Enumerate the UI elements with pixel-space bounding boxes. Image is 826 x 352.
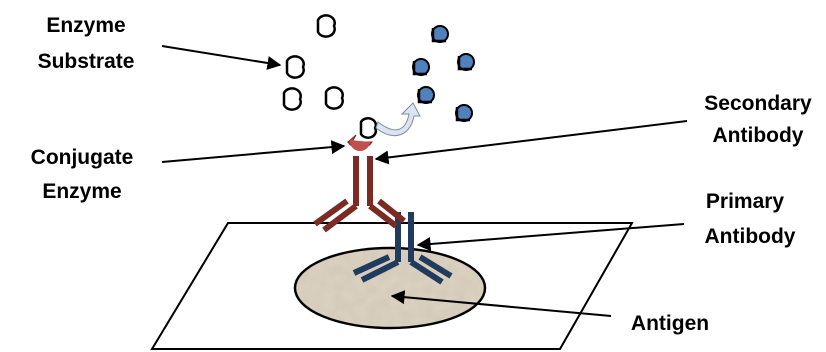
conjugate-enzyme-label-line2: Enzyme <box>42 180 121 203</box>
enzyme-substrate-label-line1: Enzyme <box>46 14 125 37</box>
antigen-spot <box>295 248 485 328</box>
bound-substrate <box>361 118 376 137</box>
substrate-molecule <box>284 88 301 109</box>
secondary-antibody-pointer <box>376 121 687 159</box>
product-molecule <box>418 87 434 103</box>
primary-antibody-label-line2: Antibody <box>705 225 796 248</box>
substrate-molecule <box>326 87 343 108</box>
secondary-antibody-label-line2: Antibody <box>713 124 804 147</box>
secondary-antibody-label-line1: Secondary <box>704 92 812 115</box>
conjugate-enzyme-label-line1: Conjugate <box>31 146 134 169</box>
conjugate-enzyme-pointer <box>162 146 344 162</box>
product-molecule <box>458 54 474 70</box>
enzyme-substrate-label-line2: Substrate <box>38 50 135 73</box>
product-molecule <box>413 59 429 75</box>
product-molecule <box>432 26 448 42</box>
conversion-arrow <box>376 103 420 136</box>
substrate-molecule <box>318 15 335 36</box>
product-molecules <box>413 26 474 121</box>
substrate-molecule <box>287 56 304 77</box>
antigen-label: Antigen <box>631 312 709 335</box>
enzyme-substrate-pointer <box>162 46 280 65</box>
product-molecule <box>456 105 472 121</box>
primary-antibody-label-line1: Primary <box>706 190 785 213</box>
substrate-molecules <box>284 15 343 109</box>
secondary-antibody <box>315 156 404 230</box>
